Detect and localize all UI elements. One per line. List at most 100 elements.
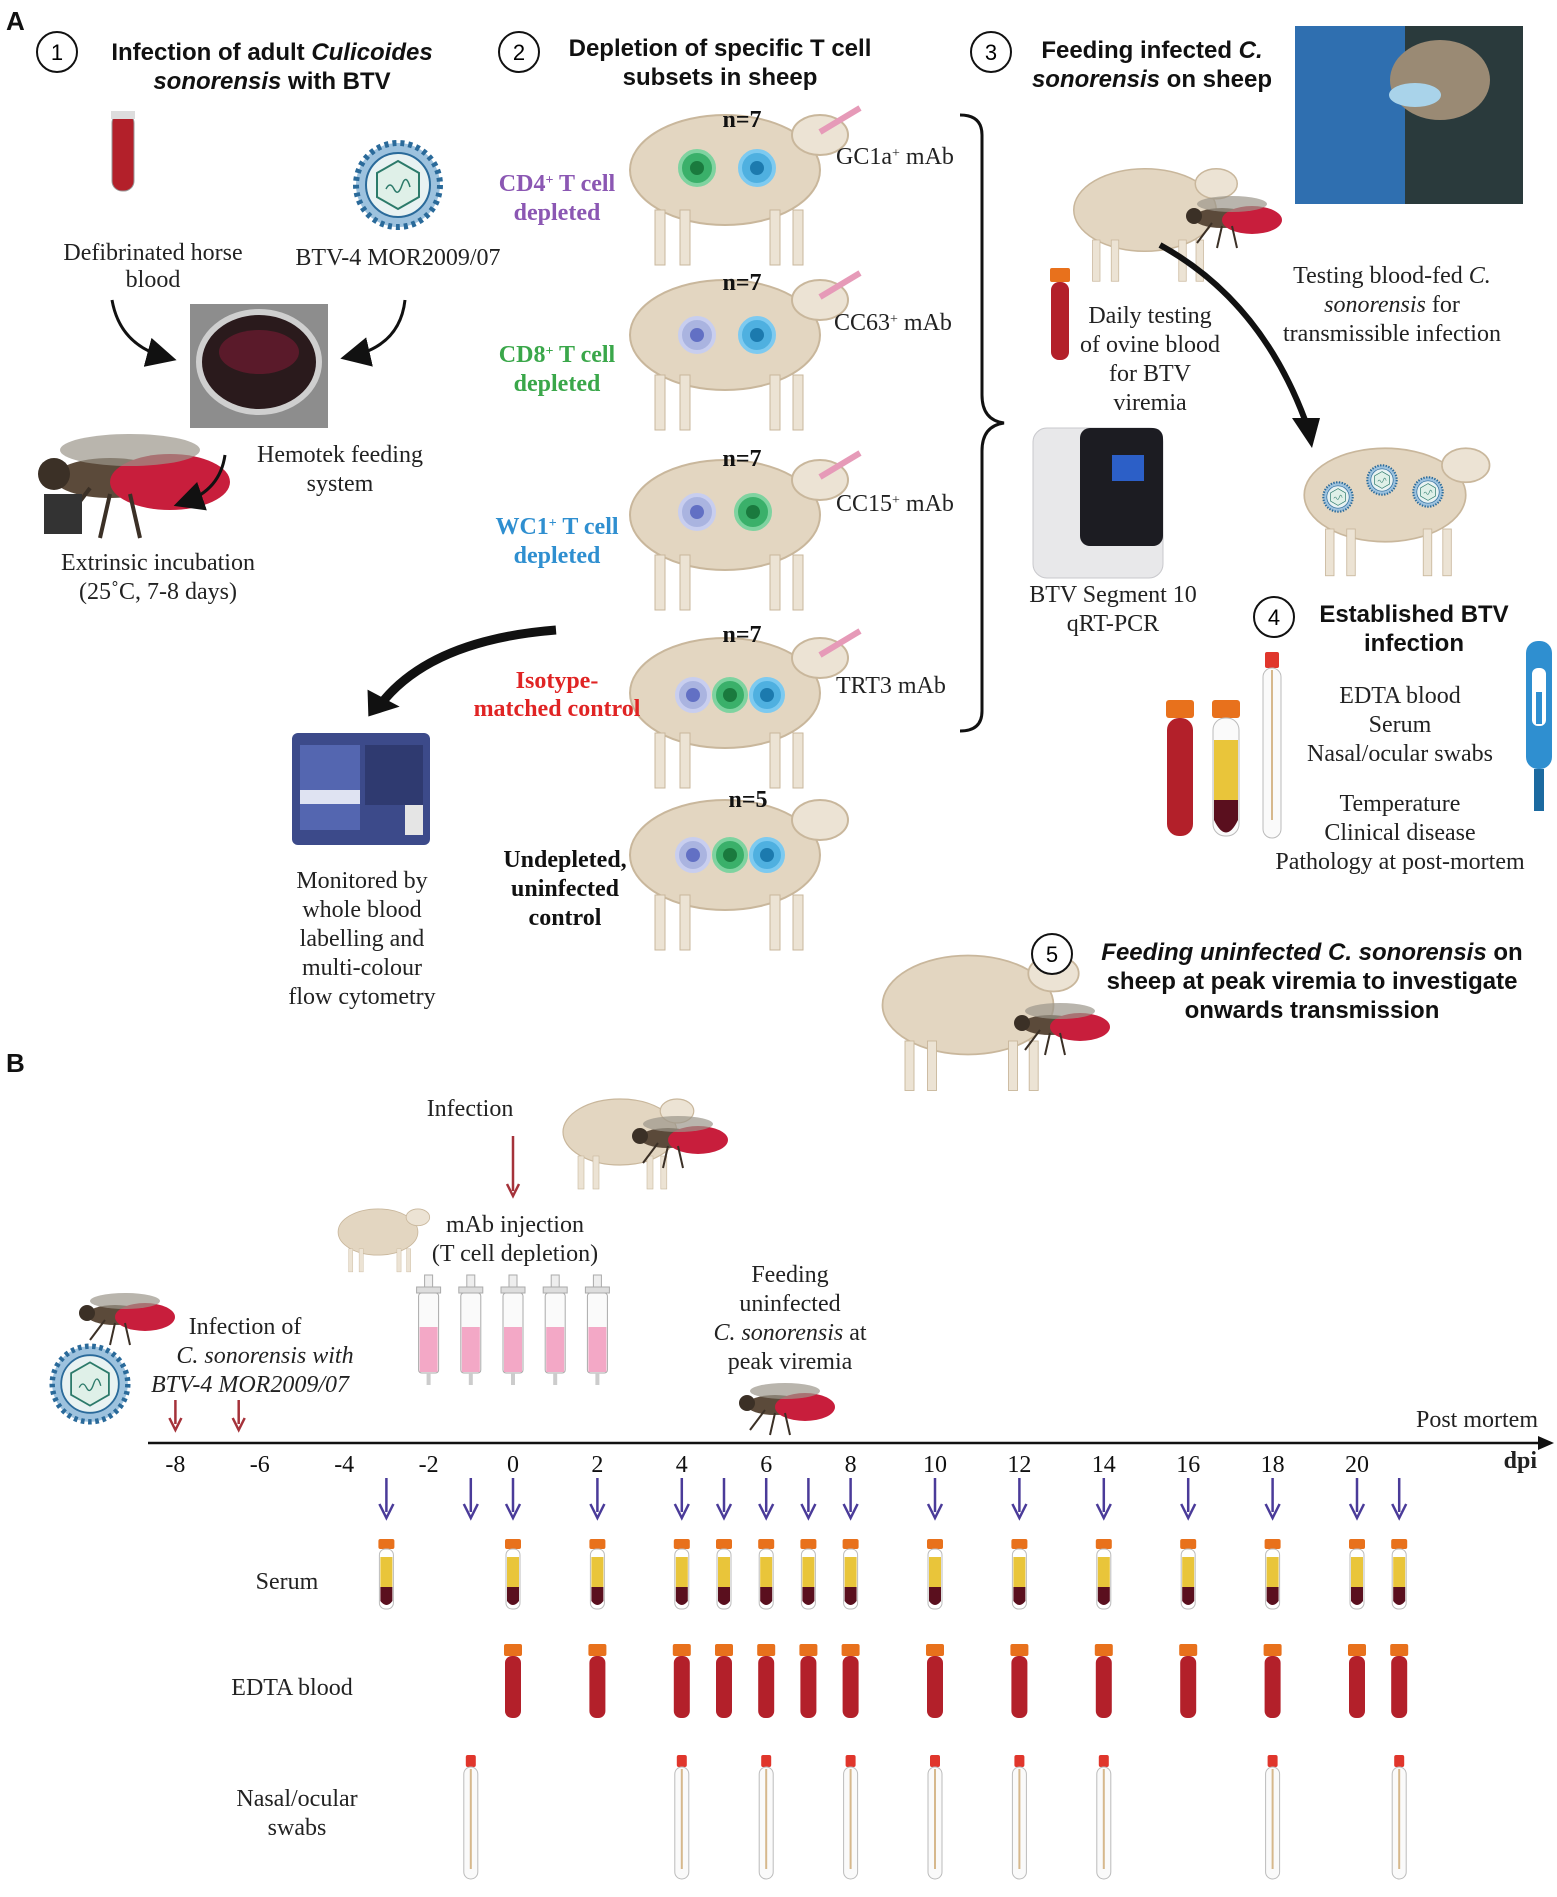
timeline-axis-arrowhead (1538, 1436, 1554, 1450)
tick-label: 4 (676, 1452, 688, 1478)
serum-tubes (377, 1538, 1408, 1610)
tick-label: 20 (1345, 1452, 1369, 1478)
group-3-label-line2: depleted (514, 543, 601, 569)
culicoides-infection-arrow (168, 1398, 183, 1432)
flow-label-line2: whole blood (302, 897, 421, 923)
axis-label-dpi: dpi (1504, 1448, 1538, 1474)
tick-label: 16 (1176, 1452, 1200, 1478)
group-2-mab: CC63+ mAb (834, 310, 952, 336)
step-2-circle (498, 31, 540, 73)
mab-sheep-icon (337, 1208, 431, 1273)
infection-arrow (505, 1136, 521, 1199)
infection-of-virus-icon (52, 1346, 128, 1422)
arrow-virus-to-hemotek (340, 299, 407, 367)
step-4-item-2: Serum (1369, 712, 1432, 738)
edta-tubes (504, 1644, 1409, 1718)
step-3-number: 3 (985, 40, 997, 65)
tick-label: 14 (1092, 1452, 1116, 1478)
tick-label: 10 (923, 1452, 947, 1478)
sampling-arrow (926, 1476, 944, 1520)
sampling-arrow (504, 1476, 522, 1520)
step-4-title-line2: infection (1364, 630, 1464, 657)
tick-label: 2 (591, 1452, 603, 1478)
sampling-arrow (842, 1476, 859, 1520)
edta-tube (588, 1644, 607, 1718)
tick-label: 12 (1007, 1452, 1031, 1478)
feeding-label-line4: peak viremia (728, 1349, 853, 1375)
panel-b-label: B (6, 1048, 25, 1078)
sampling-arrow (462, 1476, 480, 1520)
step-5-number: 5 (1046, 942, 1058, 967)
tick-label: 18 (1261, 1452, 1285, 1478)
group-1-label-line1: CD4+ T cell (499, 171, 616, 197)
edta-tube (715, 1644, 733, 1718)
tick-label: 6 (760, 1452, 772, 1478)
sheep-undepleted-control-group (629, 799, 849, 951)
feeding-label-line2: uninfected (739, 1291, 840, 1317)
swab-tube (673, 1754, 690, 1880)
serum-tube (1264, 1538, 1282, 1610)
panel-a-label: A (6, 6, 25, 36)
edta-tube (1263, 1644, 1282, 1718)
serum-tube (842, 1538, 860, 1610)
step-3-title-line2: sonorensis on sheep (1032, 66, 1272, 93)
row-label-swabs-line1: Nasal/ocular (236, 1786, 357, 1812)
edta-tube (1390, 1644, 1409, 1718)
serum-tube-icon (1212, 700, 1240, 837)
swab-tube (927, 1754, 943, 1880)
virus-on-sheep-icon-2 (1366, 464, 1398, 496)
swab-tube (1391, 1754, 1408, 1880)
hemotek-label-line1: Hemotek feeding (257, 442, 423, 468)
step-4-number: 4 (1268, 605, 1280, 630)
step-1-title-line1: Infection of adult Culicoides (111, 39, 432, 66)
step-4-item-3: Nasal/ocular swabs (1307, 741, 1493, 767)
infection-of-line2: C. sonorensis with (176, 1343, 353, 1369)
step-2-title-line1: Depletion of specific T cell (569, 35, 872, 62)
sampling-arrow (1390, 1476, 1408, 1520)
tick-label: -4 (334, 1452, 354, 1478)
infection-of-line1: Infection of (189, 1314, 302, 1340)
step-2-title-line2: subsets in sheep (623, 64, 818, 91)
step-1-number: 1 (51, 40, 63, 65)
sampling-arrow (757, 1476, 775, 1520)
testing-label-line1: Testing blood-fed C. (1293, 263, 1491, 289)
group-3-label-line1: WC1+ T cell (495, 514, 618, 540)
sampling-arrow (1011, 1476, 1028, 1520)
post-mortem-label: Post mortem (1416, 1407, 1538, 1433)
group-4-n: n=7 (722, 622, 761, 648)
step-5-title-line2: sheep at peak viremia to investigate (1107, 968, 1518, 995)
flow-label-line3: labelling and (300, 926, 425, 952)
qpcr-machine-icon (1032, 427, 1164, 579)
row-label-swabs-line2: swabs (268, 1815, 327, 1841)
edta-tube (1094, 1644, 1113, 1718)
sampling-arrow (1095, 1476, 1113, 1520)
serum-tube (757, 1538, 775, 1610)
daily-testing-line2: of ovine blood (1080, 332, 1220, 358)
group-5-label-line3: control (529, 905, 602, 931)
swab-tube (1264, 1754, 1281, 1880)
culicoides-infection-arrows (168, 1398, 246, 1432)
virus-on-sheep-icon-1 (1322, 481, 1354, 513)
midge-photo-inset (44, 494, 82, 534)
row-label-serum: Serum (256, 1569, 319, 1595)
serum-tube (799, 1538, 817, 1610)
step-4-item-5: Clinical disease (1324, 820, 1475, 846)
pcr-label-line1: BTV Segment 10 (1029, 582, 1197, 608)
peak-viremia-midge-icon (738, 1382, 836, 1436)
testing-label-line3: transmissible infection (1283, 321, 1501, 347)
group-3-n: n=7 (722, 446, 761, 472)
daily-testing-line4: viremia (1113, 390, 1187, 416)
step-1-circle (36, 31, 78, 73)
mab-syringe (584, 1274, 610, 1386)
group-5-label-line1: Undepleted, (503, 847, 626, 873)
group-5-label-line2: uninfected (511, 876, 620, 902)
group-4-mab: TRT3 mAb (836, 673, 946, 699)
swab-tube-icon (1262, 652, 1282, 839)
flow-label-line5: flow cytometry (288, 984, 435, 1010)
uninfected-midge-icon (1013, 1002, 1111, 1056)
swab-tubes (462, 1754, 1408, 1880)
sampling-arrows (378, 1476, 1408, 1520)
step-4-item-4: Temperature (1340, 791, 1461, 817)
infected-sheep-icon (1303, 447, 1491, 577)
